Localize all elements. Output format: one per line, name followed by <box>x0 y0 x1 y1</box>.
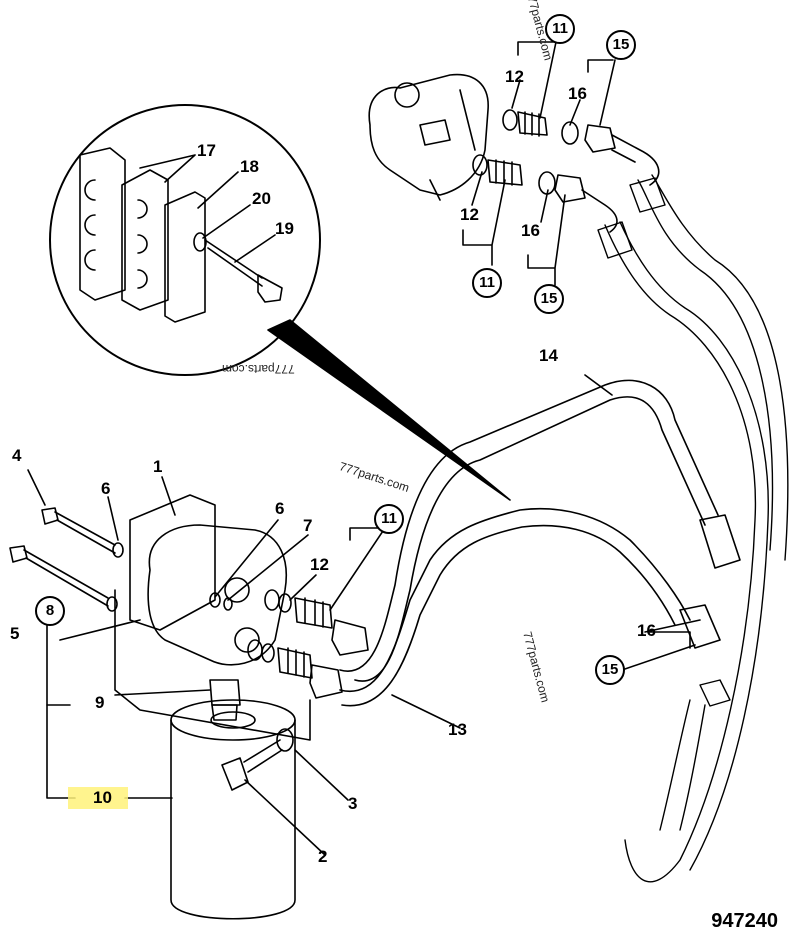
label-16-mid: 16 <box>521 221 540 240</box>
head-fitting-upper <box>264 589 369 656</box>
label-15-mid: 15 <box>534 284 564 314</box>
filter-element <box>170 699 296 920</box>
pipe-14 <box>339 379 741 682</box>
label-14: 14 <box>539 346 558 365</box>
label-6-left: 6 <box>101 479 111 498</box>
washer-3 <box>276 728 294 752</box>
valve-block <box>368 73 489 201</box>
label-15-right: 15 <box>595 655 625 685</box>
label-4: 4 <box>12 446 22 465</box>
bolt-inset <box>204 239 283 303</box>
label-11-left: 11 <box>374 504 404 534</box>
label-6-right: 6 <box>275 499 285 518</box>
bolt-2 <box>221 739 283 791</box>
label-17: 17 <box>197 141 216 160</box>
label-10: 10 <box>93 788 112 807</box>
watermark-inset: 777parts.com <box>222 362 295 376</box>
highlight-10 <box>68 787 128 809</box>
head-fitting-lower <box>247 639 343 699</box>
clamp-plate <box>164 191 206 323</box>
label-12-left: 12 <box>310 555 329 574</box>
bolt-4 <box>41 507 124 558</box>
detail-inset-circle <box>49 104 321 376</box>
label-8: 8 <box>35 596 65 626</box>
label-5: 5 <box>10 624 20 643</box>
label-12-top: 12 <box>505 67 524 86</box>
clamp-block-left <box>79 147 126 301</box>
label-18: 18 <box>240 157 259 176</box>
hose-upper <box>597 174 789 883</box>
label-15-top: 15 <box>606 30 636 60</box>
label-11-top: 11 <box>545 14 575 44</box>
upper-fitting-bottom <box>472 154 618 233</box>
inset-pointer <box>267 319 511 501</box>
filter-head <box>114 494 311 741</box>
label-19: 19 <box>275 219 294 238</box>
label-2: 2 <box>318 847 328 866</box>
label-11-mid: 11 <box>472 268 502 298</box>
label-7: 7 <box>303 516 313 535</box>
clamp-block-right <box>121 169 169 311</box>
label-16-top: 16 <box>568 84 587 103</box>
document-number: 947240 <box>711 910 778 932</box>
label-12-mid: 12 <box>460 205 479 224</box>
washer-inset <box>193 232 207 252</box>
label-9: 9 <box>95 693 105 712</box>
upper-fitting-top <box>502 109 660 186</box>
label-20: 20 <box>252 189 271 208</box>
label-1: 1 <box>153 457 163 476</box>
bolt-5 <box>9 545 118 612</box>
label-3: 3 <box>348 794 358 813</box>
pipe-13 <box>339 507 721 707</box>
label-16-right: 16 <box>637 621 656 640</box>
label-13: 13 <box>448 720 467 739</box>
nipple-9 <box>209 679 241 721</box>
